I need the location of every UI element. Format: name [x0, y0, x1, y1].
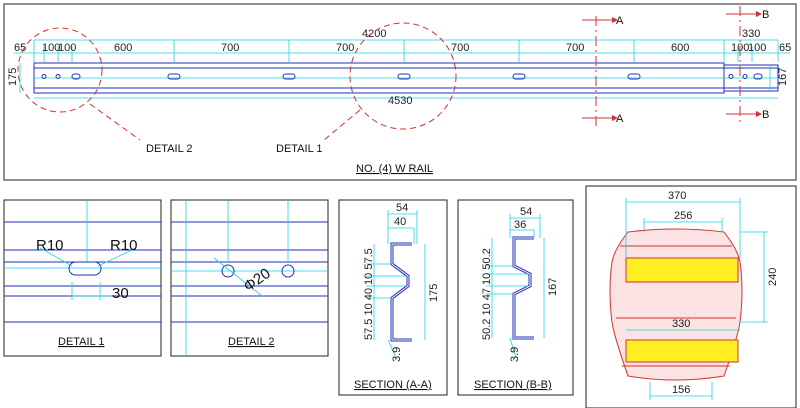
dim-175: 175 [7, 68, 19, 86]
section-bb-height: 167 [547, 278, 559, 296]
dim-600-right: 600 [671, 42, 689, 54]
barrel-band-upper [625, 257, 739, 283]
rail-title: NO. (4) W RAIL [356, 163, 433, 175]
section-bb-thick: 3.9 [509, 347, 521, 362]
dim-330: 330 [742, 28, 760, 40]
section-a-label-bottom: A [616, 113, 624, 125]
rail-slots [41, 73, 763, 80]
section-b-label-bottom: B [762, 109, 769, 121]
detail1-width: 30 [112, 285, 129, 302]
rail-frame [3, 3, 797, 181]
dim-100-b: 100 [58, 42, 76, 54]
detail2-hole-left [221, 264, 235, 278]
section-aa-thick: 3.9 [391, 347, 403, 362]
detail1-title: DETAIL 1 [58, 336, 104, 348]
detail2-panel: Φ20 DETAIL 2 [170, 199, 329, 357]
detail1-panel: R10 R10 30 DETAIL 1 [3, 199, 162, 357]
barrel-bottom: 156 [672, 384, 690, 396]
barrel-panel: 370 256 330 156 240 [585, 185, 797, 408]
dim-167: 167 [777, 68, 789, 86]
section-cut-a [582, 16, 618, 130]
barrel-band-lower [625, 339, 739, 363]
section-b-label-top: B [762, 9, 769, 21]
section-aa-panel: 54 40 57.5 10 40 10 57.5 175 3.9 SECTION… [338, 199, 448, 396]
dim-600-left: 600 [114, 42, 132, 54]
barrel-height: 240 [767, 268, 779, 286]
rail-dimension-chain [14, 39, 790, 99]
section-cut-b [726, 6, 762, 124]
dim-700-1: 700 [221, 42, 239, 54]
dim-100-d: 100 [748, 42, 766, 54]
dim-65-right: 65 [779, 42, 791, 54]
detail2-dia: Φ20 [241, 265, 274, 295]
section-bb-inner: 36 [514, 219, 526, 231]
section-aa-height: 175 [428, 284, 440, 302]
dim-700-4: 700 [566, 42, 584, 54]
detail2-title: DETAIL 2 [228, 336, 274, 348]
detail2-hole-right [281, 264, 295, 278]
section-bb-left-dims: 50.2 10 47 10 50.2 [481, 248, 493, 340]
barrel-upper: 256 [674, 210, 692, 222]
rail-panel: 65 100 100 600 700 700 700 700 600 100 1… [3, 3, 797, 181]
section-aa-left-dims: 57.5 10 40 10 57.5 [363, 248, 375, 340]
dim-700-3: 700 [451, 42, 469, 54]
detail1-slot [68, 261, 102, 276]
section-bb-title: SECTION (B-B) [474, 379, 552, 391]
barrel-top: 370 [668, 190, 686, 202]
dim-4530: 4530 [388, 95, 412, 107]
section-aa-inner: 40 [394, 216, 406, 228]
section-bb-panel: 54 36 50.2 10 47 10 50.2 167 3.9 SECTION… [457, 199, 574, 396]
detail2-callout: DETAIL 2 [146, 143, 192, 155]
detail1-r-right: R10 [110, 237, 138, 254]
section-aa-title: SECTION (A-A) [354, 379, 432, 391]
detail1-r-left: R10 [36, 237, 64, 254]
dim-65-left: 65 [14, 42, 26, 54]
barrel-middle: 330 [672, 318, 690, 330]
detail1-circle [349, 22, 457, 130]
dim-100-a: 100 [42, 42, 60, 54]
dim-700-2: 700 [336, 42, 354, 54]
detail2-circle [17, 27, 103, 113]
section-a-label-top: A [616, 15, 624, 27]
section-aa-top: 54 [396, 202, 408, 214]
section-bb-top: 54 [520, 206, 532, 218]
dim-4200: 4200 [362, 28, 386, 40]
detail1-callout: DETAIL 1 [276, 143, 322, 155]
